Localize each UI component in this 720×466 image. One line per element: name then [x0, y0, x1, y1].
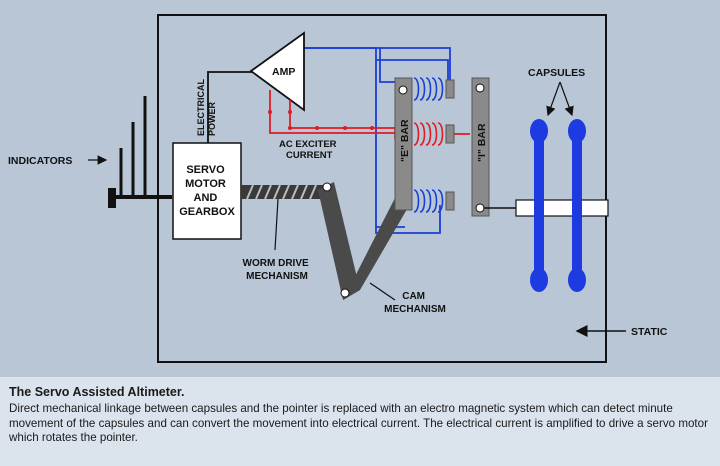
capsule-shaft [515, 199, 609, 217]
e-bar [394, 77, 413, 211]
ac-exciter-label-2: CURRENT [286, 150, 333, 161]
caption-panel: The Servo Assisted Altimeter. Direct mec… [0, 377, 720, 466]
capsules-label: CAPSULES [528, 67, 585, 79]
cam-label: CAM MECHANISM [384, 291, 446, 315]
ac-exciter-label: AC EXCITER [279, 139, 337, 150]
electrical-power-label: ELECTRICAL [196, 79, 206, 136]
servo-label: SERVO MOTOR AND GEARBOX [179, 164, 235, 218]
coil-cores [445, 79, 455, 211]
pivot-icon [322, 182, 332, 192]
altimeter-diagram: INDICATORS ELECTRICAL POWER AMP AC EXCIT… [8, 14, 668, 363]
indicators-label: INDICATORS [8, 155, 72, 167]
i-bar [471, 77, 490, 217]
cam-mechanism [318, 182, 410, 301]
capsules [530, 119, 586, 292]
worm-drive-label: WORM DRIVE MECHANISM [243, 258, 312, 282]
arrow-capsule-2 [559, 81, 574, 117]
servo-motor-gearbox [172, 142, 242, 240]
static-label: STATIC [631, 326, 668, 338]
electrical-power-label-2: POWER [207, 101, 217, 136]
amp-label: AMP [272, 66, 295, 78]
arrow-capsule-1 [546, 81, 561, 117]
coil-icon [413, 77, 444, 213]
amplifier [249, 31, 305, 112]
instrument-case [157, 14, 607, 363]
electrical-power-wire [207, 71, 253, 143]
worm-drive [241, 184, 327, 251]
ac-exciter-dots [268, 110, 374, 130]
caption-title: The Servo Assisted Altimeter. [9, 385, 185, 399]
indicator-pointers [108, 96, 172, 208]
exciter-coil [413, 122, 444, 146]
e-bar-label: "E" BAR [399, 119, 411, 162]
caption-text: Direct mechanical linkage between capsul… [9, 402, 708, 444]
i-bar-label: "I" BAR [476, 123, 488, 162]
